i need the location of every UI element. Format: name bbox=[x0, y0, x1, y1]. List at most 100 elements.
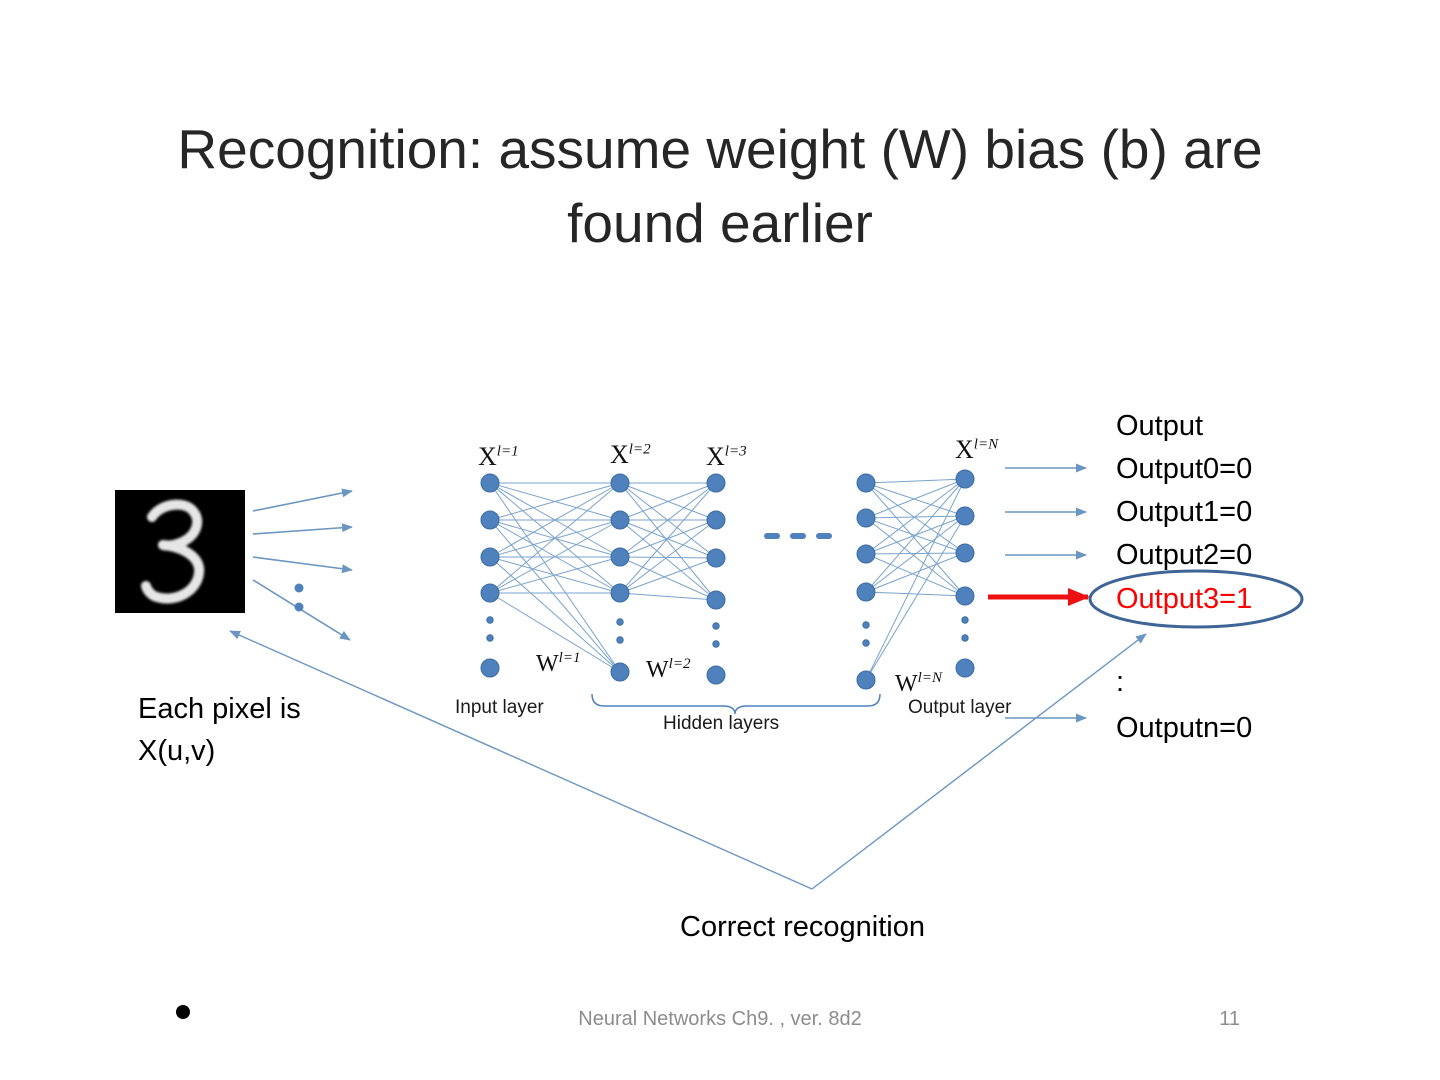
each-pixel-line2: X(u,v) bbox=[138, 735, 216, 767]
output-layer-label: Output layer bbox=[908, 697, 1012, 718]
weight-label-sup: l=2 bbox=[668, 656, 691, 672]
correct-recognition-label: Correct recognition bbox=[680, 911, 925, 943]
network-node bbox=[610, 583, 630, 603]
network-node bbox=[480, 658, 500, 678]
network-node bbox=[955, 543, 975, 563]
connection-line bbox=[619, 556, 717, 601]
slide-title-line1: Recognition: assume weight (W) bias (b) … bbox=[177, 118, 1263, 180]
network-node bbox=[706, 473, 726, 493]
connection-line bbox=[865, 478, 966, 555]
output-item-n: Outputn=0 bbox=[1116, 712, 1253, 744]
network-node bbox=[856, 670, 876, 690]
each-pixel-line1: Each pixel is bbox=[138, 693, 301, 725]
connection-line bbox=[865, 482, 966, 554]
weight-label-wN: Wl=N bbox=[895, 670, 942, 698]
connection-line bbox=[865, 591, 966, 597]
ellipsis-dot bbox=[616, 618, 624, 626]
ellipsis-dot bbox=[294, 583, 304, 593]
connection-line bbox=[865, 478, 966, 681]
dash bbox=[816, 533, 832, 539]
connection-line bbox=[619, 557, 717, 594]
network-node bbox=[610, 662, 630, 682]
highlight-ellipse bbox=[1088, 569, 1304, 629]
network-nodes bbox=[480, 469, 975, 690]
ellipsis-dot bbox=[294, 602, 304, 612]
pointer-to-ellipse bbox=[811, 633, 1147, 890]
connection-line bbox=[865, 482, 966, 597]
connection-line bbox=[865, 515, 966, 593]
slide-title: Recognition: assume weight (W) bias (b) … bbox=[0, 112, 1440, 260]
weight-label-base: W bbox=[895, 671, 918, 697]
page-number: 11 bbox=[1219, 1008, 1240, 1030]
network-node bbox=[706, 510, 726, 530]
connection-line bbox=[865, 517, 966, 597]
ellipsis-dot bbox=[862, 621, 870, 629]
slide-title-line2: found earlier bbox=[567, 192, 873, 254]
network-node bbox=[706, 590, 726, 610]
network-node bbox=[610, 473, 630, 493]
connection-line bbox=[619, 482, 717, 594]
network-node bbox=[856, 508, 876, 528]
layer-label-sup: l=1 bbox=[496, 443, 519, 460]
connection-line bbox=[489, 592, 621, 673]
connection-line bbox=[489, 482, 621, 594]
ellipsis-dot bbox=[486, 616, 494, 624]
input-arrows bbox=[252, 488, 353, 641]
weight-label-base: W bbox=[646, 657, 669, 683]
network-node bbox=[955, 469, 975, 489]
ellipsis-dot bbox=[616, 636, 624, 644]
connection-line bbox=[619, 482, 717, 521]
layer-label-x1: Xl=1 bbox=[478, 442, 519, 472]
layer-label-sup: l=3 bbox=[724, 443, 747, 460]
output-ellipsis: : bbox=[1116, 666, 1125, 698]
input-arrow bbox=[252, 556, 353, 574]
network-node bbox=[856, 582, 876, 602]
connection-line bbox=[489, 556, 621, 673]
weight-label-sup: l=N bbox=[917, 670, 942, 686]
connection-line bbox=[489, 519, 621, 673]
network-node bbox=[856, 473, 876, 493]
output-item-2: Output2=0 bbox=[1116, 539, 1253, 571]
omitted-layers-dashes bbox=[764, 533, 832, 539]
ellipsis-dot bbox=[712, 640, 720, 648]
network-node bbox=[610, 510, 630, 530]
ellipsis-dot bbox=[862, 639, 870, 647]
layer-label-x3: Xl=3 bbox=[706, 442, 747, 472]
connection-line bbox=[865, 515, 966, 681]
input-arrow bbox=[252, 488, 353, 512]
hidden-layers-label: Hidden layers bbox=[663, 713, 780, 734]
input-arrow bbox=[252, 523, 353, 535]
layer-label-base: X bbox=[955, 435, 974, 464]
network-node bbox=[480, 583, 500, 603]
network-node bbox=[706, 548, 726, 568]
network-connections bbox=[489, 478, 966, 681]
connection-line bbox=[619, 592, 717, 601]
layer-label-sup: l=2 bbox=[628, 441, 651, 458]
layer-label-base: X bbox=[706, 442, 725, 471]
layer-label-base: X bbox=[610, 440, 629, 469]
network-node bbox=[480, 510, 500, 530]
connection-line bbox=[865, 478, 966, 484]
ellipsis-dot bbox=[961, 634, 969, 642]
network-node bbox=[955, 506, 975, 526]
connection-line bbox=[619, 519, 717, 601]
dash bbox=[790, 533, 806, 539]
connection-line bbox=[865, 553, 966, 597]
connection-line bbox=[619, 482, 717, 558]
connection-line bbox=[489, 482, 621, 673]
correct-recognition-lines bbox=[229, 630, 1147, 890]
digit-three-stroke bbox=[141, 499, 205, 604]
weight-label-base: W bbox=[536, 651, 559, 677]
layer-label-base: X bbox=[478, 442, 497, 471]
connection-line bbox=[865, 478, 966, 593]
network-node bbox=[955, 586, 975, 606]
connection-line bbox=[865, 482, 966, 517]
ellipsis-dot bbox=[712, 622, 720, 630]
connection-line bbox=[865, 552, 966, 593]
ellipsis-dot bbox=[961, 616, 969, 624]
stray-bullet bbox=[176, 1005, 190, 1019]
ellipsis-dot bbox=[486, 634, 494, 642]
output-item-1: Output1=0 bbox=[1116, 496, 1253, 528]
